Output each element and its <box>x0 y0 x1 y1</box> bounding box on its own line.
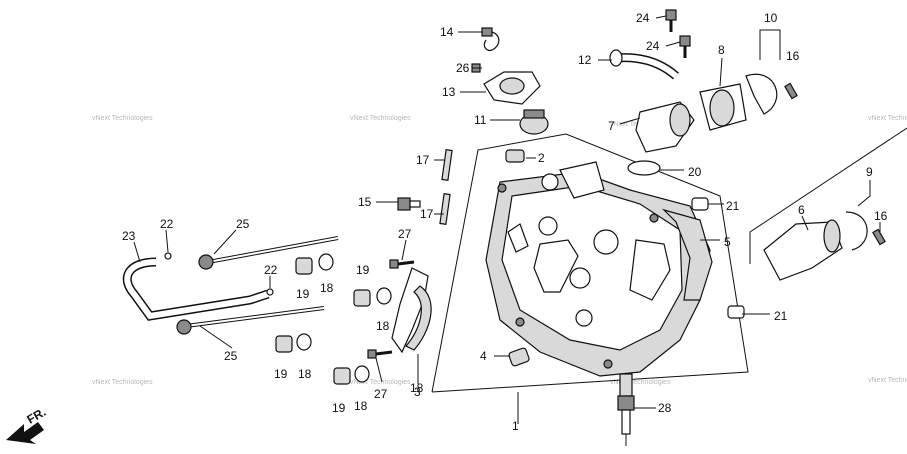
front-indicator: FR. <box>25 405 49 427</box>
callout-24: 24 <box>636 11 650 25</box>
leader-lines <box>133 15 881 409</box>
callout-25: 25 <box>236 217 250 231</box>
callout-8: 8 <box>718 43 725 57</box>
joint-pipe <box>508 347 530 367</box>
callout-16: 16 <box>874 209 888 223</box>
callout-27: 27 <box>398 227 412 241</box>
callout-28: 28 <box>658 401 672 415</box>
callout-13: 13 <box>442 85 456 99</box>
callout-22: 22 <box>160 217 174 231</box>
callout-15: 15 <box>358 195 372 209</box>
callout-9: 9 <box>866 165 873 179</box>
callout-10: 10 <box>764 11 778 25</box>
callout-6: 6 <box>798 203 805 217</box>
callout-18: 18 <box>354 399 368 413</box>
callout-19: 19 <box>296 287 310 301</box>
callout-21: 21 <box>774 309 788 323</box>
callout-18: 18 <box>298 367 312 381</box>
callout-21: 21 <box>726 199 740 213</box>
callout-18: 18 <box>320 281 334 295</box>
watermark: vNext Technologies <box>350 115 411 122</box>
callout-19: 19 <box>332 401 346 415</box>
callout-27: 27 <box>374 387 388 401</box>
dowel-pins <box>691 197 745 319</box>
callout-26: 26 <box>456 61 470 75</box>
temperature-sensor <box>397 197 421 211</box>
watermark: vNext Technologies <box>92 115 153 122</box>
valve-caps-and-washers <box>275 253 392 385</box>
long-bolts <box>176 236 339 335</box>
callout-5: 5 <box>724 235 731 249</box>
callout-16: 16 <box>786 49 800 63</box>
callout-20: 20 <box>688 165 702 179</box>
intake-group-outline <box>749 127 907 264</box>
callout-11: 11 <box>474 113 487 127</box>
intake-insulator <box>635 73 798 153</box>
callout-7: 7 <box>608 119 615 133</box>
stud-bolts <box>439 149 453 225</box>
callout-3: 3 <box>414 385 421 399</box>
callout-22: 22 <box>264 263 278 277</box>
callout-19: 19 <box>356 263 370 277</box>
callout-25: 25 <box>224 349 238 363</box>
callout-4: 4 <box>480 349 487 363</box>
front-direction-arrow: FR. <box>6 405 48 444</box>
o-ring <box>627 160 661 176</box>
callout-labels: 1 2 3 4 5 6 7 8 9 10 11 12 13 14 15 16 1… <box>122 11 888 433</box>
callout-17: 17 <box>416 153 430 167</box>
callout-23: 23 <box>122 229 136 243</box>
watermark: vNext Technologies <box>868 377 907 384</box>
coolant-pipe <box>609 9 691 80</box>
callout-18: 18 <box>410 381 424 395</box>
callout-2: 2 <box>538 151 545 165</box>
callout-12: 12 <box>578 53 592 67</box>
flange-bolts <box>367 259 415 359</box>
spark-plug <box>617 373 635 446</box>
cylinder-head <box>485 161 713 377</box>
watermark: vNext Technologies <box>92 379 153 386</box>
callout-24: 24 <box>646 39 660 53</box>
watermark: vNext Technologies <box>868 115 907 122</box>
camshaft-holder <box>391 267 432 354</box>
watermark: vNext Technologies <box>350 379 411 386</box>
callout-17: 17 <box>420 207 434 221</box>
callout-19: 19 <box>274 367 288 381</box>
callout-18: 18 <box>376 319 390 333</box>
breather-tube <box>122 252 274 321</box>
intake-pipe <box>763 211 886 281</box>
callout-14: 14 <box>440 25 454 39</box>
callout-1: 1 <box>512 419 519 433</box>
watermark: vNext Technologies <box>610 379 671 386</box>
nozzle <box>505 149 525 163</box>
